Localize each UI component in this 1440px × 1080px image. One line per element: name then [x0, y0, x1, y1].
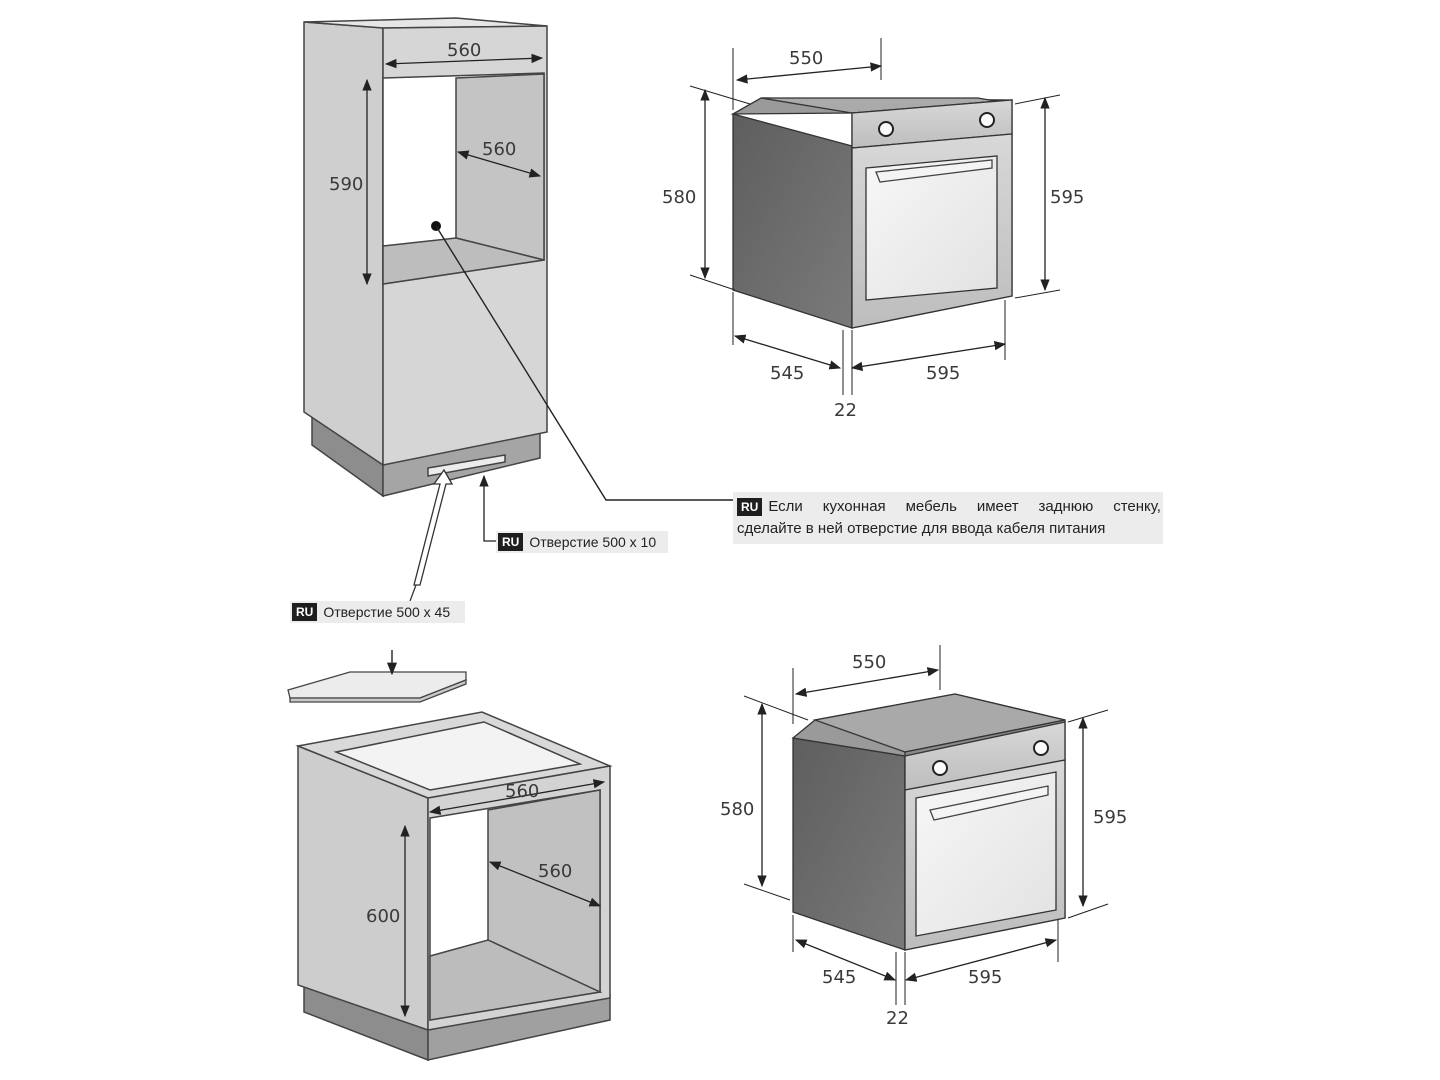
oven-bottom-knob-right	[1033, 740, 1049, 756]
oven-bottom	[791, 693, 1066, 951]
hole45-note-text: Отверстие 500 x 45	[323, 604, 451, 620]
oven-bottom-front-label: 595	[968, 967, 1002, 988]
tall-depth-label: 560	[482, 139, 516, 160]
oven-top-door-handle	[875, 159, 993, 183]
oven-bottom-depth-label: 545	[822, 967, 856, 988]
tall-width-label: 560	[447, 40, 481, 61]
oven-top-width-label: 550	[789, 48, 823, 69]
cable-note-line2: сделайте в ней отверстие для ввода кабел…	[737, 520, 1106, 537]
oven-bottom-width-label: 550	[852, 652, 886, 673]
hole10-note-text: Отверстие 500 x 10	[529, 534, 657, 550]
hole10-arrow	[479, 474, 496, 542]
cable-note-word: заднюю	[1038, 498, 1094, 515]
cable-note-word: кухонная	[822, 498, 886, 515]
hole10-note: RU Отверстие 500 x 10	[496, 531, 668, 553]
oven-bottom-panel-label: 22	[886, 1008, 909, 1029]
cable-note-word: мебель	[905, 498, 957, 515]
oven-top-knob-left	[878, 121, 894, 137]
oven-bottom-knob-left	[932, 760, 948, 776]
tall-cabinet	[303, 17, 548, 498]
dim-line-base-width	[428, 779, 606, 815]
lang-tag: RU	[292, 603, 318, 621]
tall-height-label: 590	[329, 174, 363, 195]
oven-top-height-left-label: 580	[662, 187, 696, 208]
dim-line-oven-bottom-front	[904, 938, 1058, 982]
dim-line-tall-depth	[456, 150, 542, 178]
dim-line-oven-bottom-depth	[794, 939, 897, 981]
oven-top-depth-label: 545	[770, 363, 804, 384]
base-height-label: 600	[366, 906, 400, 927]
cable-note: RU Если кухонная мебель имеет заднюю стен…	[733, 492, 1163, 544]
hole45-note: RU Отверстие 500 x 45	[290, 601, 465, 623]
oven-top-knob-right	[979, 112, 995, 128]
base-width-label: 560	[505, 781, 539, 802]
oven-bottom-height-right-label: 595	[1093, 807, 1127, 828]
hole45-arrow	[409, 468, 454, 602]
lang-tag: RU	[737, 498, 763, 517]
base-cabinet	[295, 711, 613, 1062]
oven-bottom-height-left-label: 580	[720, 799, 754, 820]
cable-note-word: имеет	[976, 498, 1019, 515]
oven-top	[730, 97, 1013, 329]
cable-leader-line	[435, 225, 733, 501]
dim-line-oven-top-front	[850, 341, 1007, 371]
lang-tag: RU	[498, 533, 524, 551]
cable-note-line1: RU Если кухонная мебель имеет заднюю стен…	[737, 496, 1161, 518]
plinth-plate	[287, 671, 467, 703]
oven-top-panel-label: 22	[834, 400, 857, 421]
dim-line-oven-top-depth	[733, 334, 842, 370]
cable-note-word: Если	[768, 498, 803, 515]
oven-bottom-door-handle	[929, 785, 1049, 821]
base-depth-label: 560	[538, 861, 572, 882]
dim-line-base-depth	[488, 861, 602, 907]
oven-top-height-right-label: 595	[1050, 187, 1084, 208]
cable-note-word: стенку,	[1113, 498, 1161, 515]
dim-line-oven-bottom-width	[794, 667, 940, 697]
oven-top-front-label: 595	[926, 363, 960, 384]
dim-line-tall-width	[384, 53, 544, 69]
dim-line-oven-top-width	[735, 62, 883, 84]
